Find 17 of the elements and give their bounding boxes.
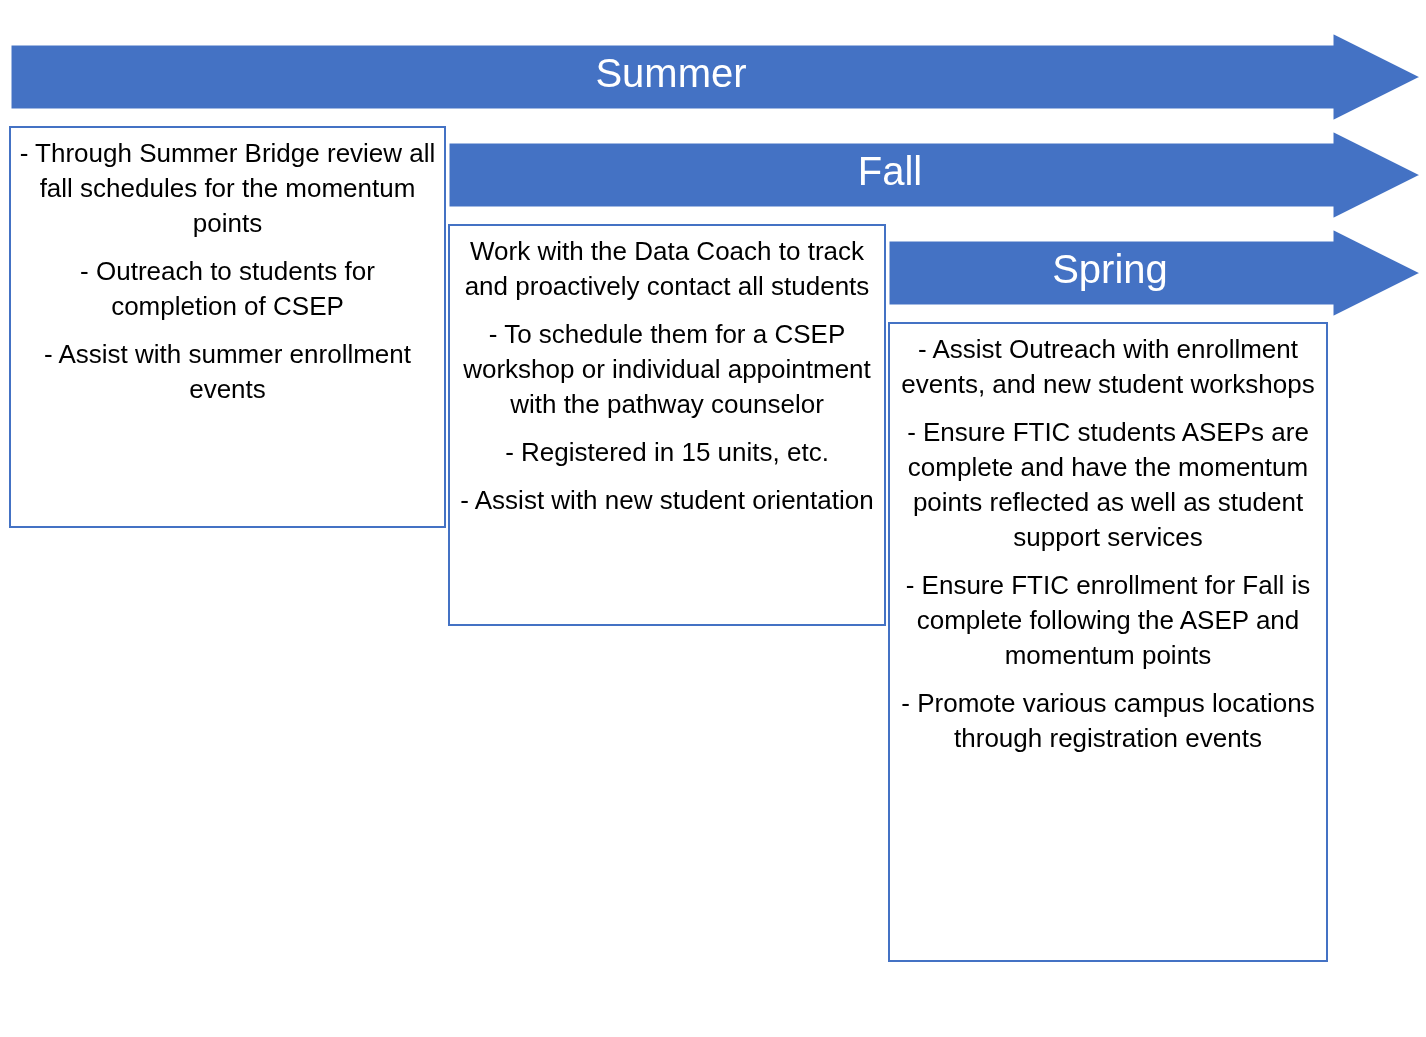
task-text: - Assist with new student orientation bbox=[459, 484, 875, 517]
phase-title: Summer bbox=[594, 50, 748, 96]
task-text: - Assist Outreach with enrollment events, and new student workshops bbox=[900, 333, 1316, 401]
task-text: - To schedule them for a CSEP workshop or individual appointment with the pathway counselor bbox=[462, 318, 872, 421]
task-text: - Registered in 15 units, etc. bbox=[504, 436, 830, 469]
task-box bbox=[448, 224, 886, 626]
task-box bbox=[888, 322, 1328, 962]
task-text: - Promote various campus locations through registration events bbox=[900, 687, 1316, 755]
task-text: - Ensure FTIC students ASEPs are complete and have the momentum points reflected as well as student support services bbox=[906, 416, 1310, 554]
task-text: - Through Summer Bridge review all fall schedules for the momentum points bbox=[19, 137, 436, 240]
task-text: - Ensure FTIC enrollment for Fall is complete following the ASEP and momentum points bbox=[904, 569, 1312, 672]
task-text: - Assist with summer enrollment events bbox=[43, 338, 412, 406]
phase-title: Spring bbox=[1051, 246, 1169, 292]
task-text: Work with the Data Coach to track and proactively contact all students bbox=[463, 235, 871, 303]
task-text: - Outreach to students for completion of CSEP bbox=[79, 255, 376, 323]
phase-title: Fall bbox=[856, 148, 924, 194]
task-box bbox=[9, 126, 446, 528]
